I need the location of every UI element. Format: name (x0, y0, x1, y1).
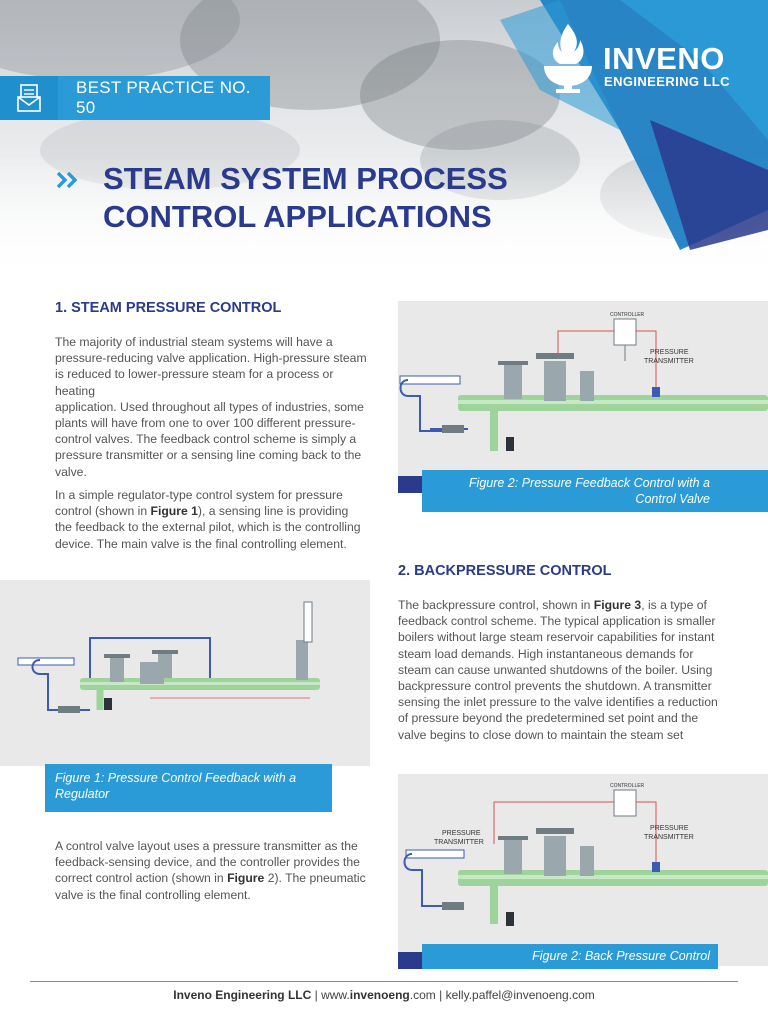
figure-3-controller-label: CONTROLLER (610, 783, 645, 789)
section2-paragraph: The backpressure control, shown in Figur… (398, 598, 718, 742)
footer-company: Inveno Engineering LLC (173, 988, 312, 1002)
section1-paragraph-3: A control valve layout uses a pressure t… (55, 839, 366, 902)
caption-accent (398, 952, 422, 969)
figure-3-transmitter-right-label-1: PRESSURE (650, 825, 689, 832)
figure-3-transmitter-right-label-2: TRANSMITTER (644, 834, 694, 841)
footer-website[interactable]: www.invenoeng.com (321, 988, 436, 1002)
section1-paragraph-1: The majority of industrial steam systems… (55, 335, 367, 479)
page-title: STEAM SYSTEM PROCESS CONTROL APPLICATION… (103, 161, 508, 234)
figure-2-controller-label: CONTROLLER (610, 312, 645, 318)
figure-1-caption: Figure 1: Pressure Control Feedback with… (45, 764, 332, 812)
figure-3-transmitter-left-label-1: PRESSURE (442, 830, 481, 837)
document-mail-icon (0, 76, 58, 120)
footer: Inveno Engineering LLC | www.invenoeng.c… (173, 988, 595, 1002)
figure-3-caption: Figure 2: Back Pressure Control (422, 944, 718, 969)
best-practice-badge: BEST PRACTICE NO. 50 (58, 76, 270, 120)
figure-3-diagram: CONTROLLER PRESSURE TRANSMITTER PRESSURE… (398, 774, 768, 966)
figure-2-transmitter-label-1: PRESSURE (650, 349, 689, 356)
double-chevron-icon (56, 171, 78, 189)
footer-email[interactable]: kelly.paffel@invenoeng.com (445, 988, 595, 1002)
section1-paragraph-2: In a simple regulator-type control syste… (55, 488, 361, 551)
logo-subtitle: ENGINEERING LLC (604, 74, 730, 89)
section-heading-steam-pressure: 1. STEAM PRESSURE CONTROL (55, 300, 282, 316)
logo-name: INVENO (603, 41, 725, 76)
figure-3-transmitter-left-label-2: TRANSMITTER (434, 839, 484, 846)
figure-2-transmitter-label-2: TRANSMITTER (644, 358, 694, 365)
footer-divider (30, 981, 738, 982)
section-heading-backpressure: 2. BACKPRESSURE CONTROL (398, 563, 612, 579)
figure-2-diagram: CONTROLLER PRESSURE TRANSMITTER (398, 301, 768, 493)
logo-backdrop (500, 0, 768, 250)
figure-1-diagram (0, 580, 370, 766)
figure-2-caption: Figure 2: Pressure Feedback Control with… (422, 470, 768, 512)
flame-bowl-icon (544, 24, 592, 93)
caption-accent (398, 476, 422, 493)
